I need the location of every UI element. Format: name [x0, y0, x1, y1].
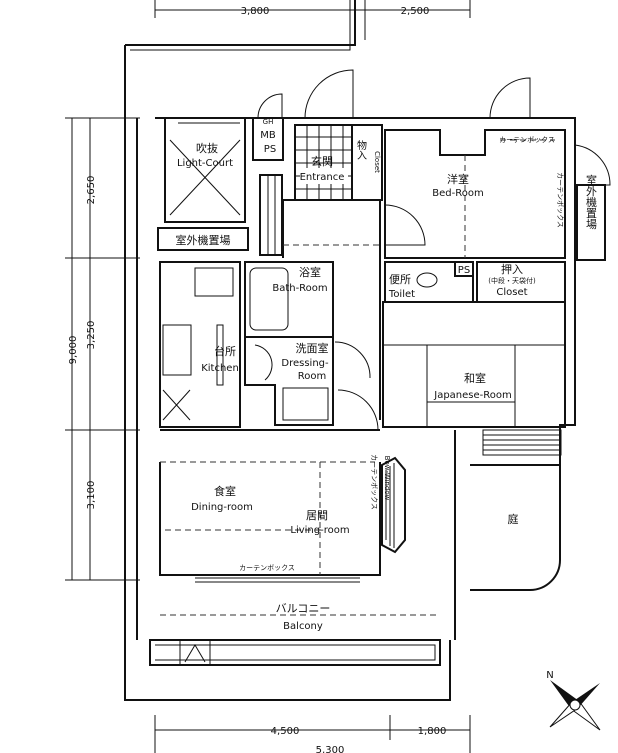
ps2-label: PS [458, 265, 470, 276]
meter-door[interactable] [257, 93, 283, 119]
toilet-label-jp: 便所 [389, 273, 411, 286]
dim-left-total: 9,000 [68, 336, 79, 365]
left-dimension-line [65, 117, 140, 581]
dressing-label-jp: 洗面室 [296, 341, 329, 355]
storage-label-en: Closet [373, 151, 381, 173]
balcony-label-en: Balcony [283, 621, 323, 632]
kitchen [159, 261, 241, 428]
outdoor-unit-left-label: 室外機置場 [176, 233, 231, 247]
compass-icon [549, 680, 601, 731]
garden [470, 464, 561, 591]
light-court [164, 117, 246, 223]
ps-label: PS [264, 144, 276, 155]
light-court-label-en: Light-Court [177, 158, 233, 169]
emergency-hatch [179, 639, 211, 666]
meter-box [252, 117, 284, 161]
dim-left-1: 2,650 [86, 176, 97, 205]
dim-top-1: 3,800 [241, 6, 270, 17]
bow-window-label: Bow-Window [383, 456, 391, 501]
mb-label: MB [260, 130, 276, 141]
balcony-label-jp: バルコニー [276, 602, 331, 615]
bedroom-side-door[interactable] [574, 144, 611, 186]
bath-label-en: Bath-Room [272, 283, 327, 294]
curtain-box-bottom: カーテンボックス [239, 564, 295, 572]
closet-label-jp: 押入 [501, 262, 523, 276]
outdoor-unit-area-left [157, 227, 249, 251]
kitchen-label-jp: 台所 [214, 344, 236, 358]
living-label-en: Living-room [290, 525, 349, 536]
entrance-label-jp: 玄関 [311, 154, 333, 168]
gh-label: GH [263, 118, 274, 126]
bottom-dimension-line [154, 715, 471, 753]
dim-bottom-2: 1,800 [418, 726, 447, 737]
japanese-room [382, 301, 566, 456]
bedroom-window-door[interactable] [489, 77, 531, 119]
entrance-label-en: Entrance [300, 172, 345, 183]
closet-label-en: Closet [496, 287, 527, 298]
dim-top-2: 2,500 [401, 6, 430, 17]
curtain-box-living: カーテンボックス [370, 454, 378, 510]
living-dining [159, 429, 381, 583]
shoe-cabinet [259, 174, 283, 256]
living-label-jp: 居間 [306, 509, 328, 522]
bedroom-label-en: Bed-Room [432, 188, 483, 199]
curtain-box-bed-side: カーテンボックス [556, 172, 564, 228]
outdoor-unit-right-label: 室外機置場 [585, 173, 598, 230]
bow-window [381, 456, 406, 554]
compass-north-label: N [546, 670, 553, 681]
dim-left-2: 3,250 [86, 321, 97, 350]
storage-label-jp: 物入 [355, 139, 367, 160]
bedroom-label-jp: 洋室 [447, 172, 469, 186]
japanese-label-jp: 和室 [464, 371, 486, 385]
bedroom [384, 129, 566, 259]
dim-bottom-1: 4,500 [271, 726, 300, 737]
outer-walls [124, 0, 576, 701]
japanese-label-en: Japanese-Room [433, 390, 512, 401]
dining-label-en: Dining-room [191, 502, 253, 513]
ps-box [454, 261, 474, 277]
living-door[interactable] [337, 389, 379, 431]
dressing-label-en2: Room [298, 371, 326, 382]
dim-left-3: 3,100 [86, 481, 97, 510]
dressing-label-en1: Dressing- [281, 358, 329, 369]
dining-label-jp: 食室 [214, 484, 236, 498]
curtain-box-bed-top: カーテンボックス [499, 136, 555, 144]
kitchen-label-en: Kitchen [201, 363, 239, 374]
toilet-label-en: Toilet [388, 289, 415, 300]
light-court-label-jp: 吹抜 [196, 141, 218, 155]
bath-label-jp: 浴室 [299, 265, 321, 279]
closet-note: (中段・天袋付) [488, 276, 536, 285]
dressing-room [244, 336, 371, 426]
front-door[interactable] [304, 69, 354, 119]
outdoor-unit-area-right [576, 184, 606, 261]
garden-label: 庭 [508, 512, 519, 526]
dim-bottom-total: 5,300 [316, 745, 345, 753]
